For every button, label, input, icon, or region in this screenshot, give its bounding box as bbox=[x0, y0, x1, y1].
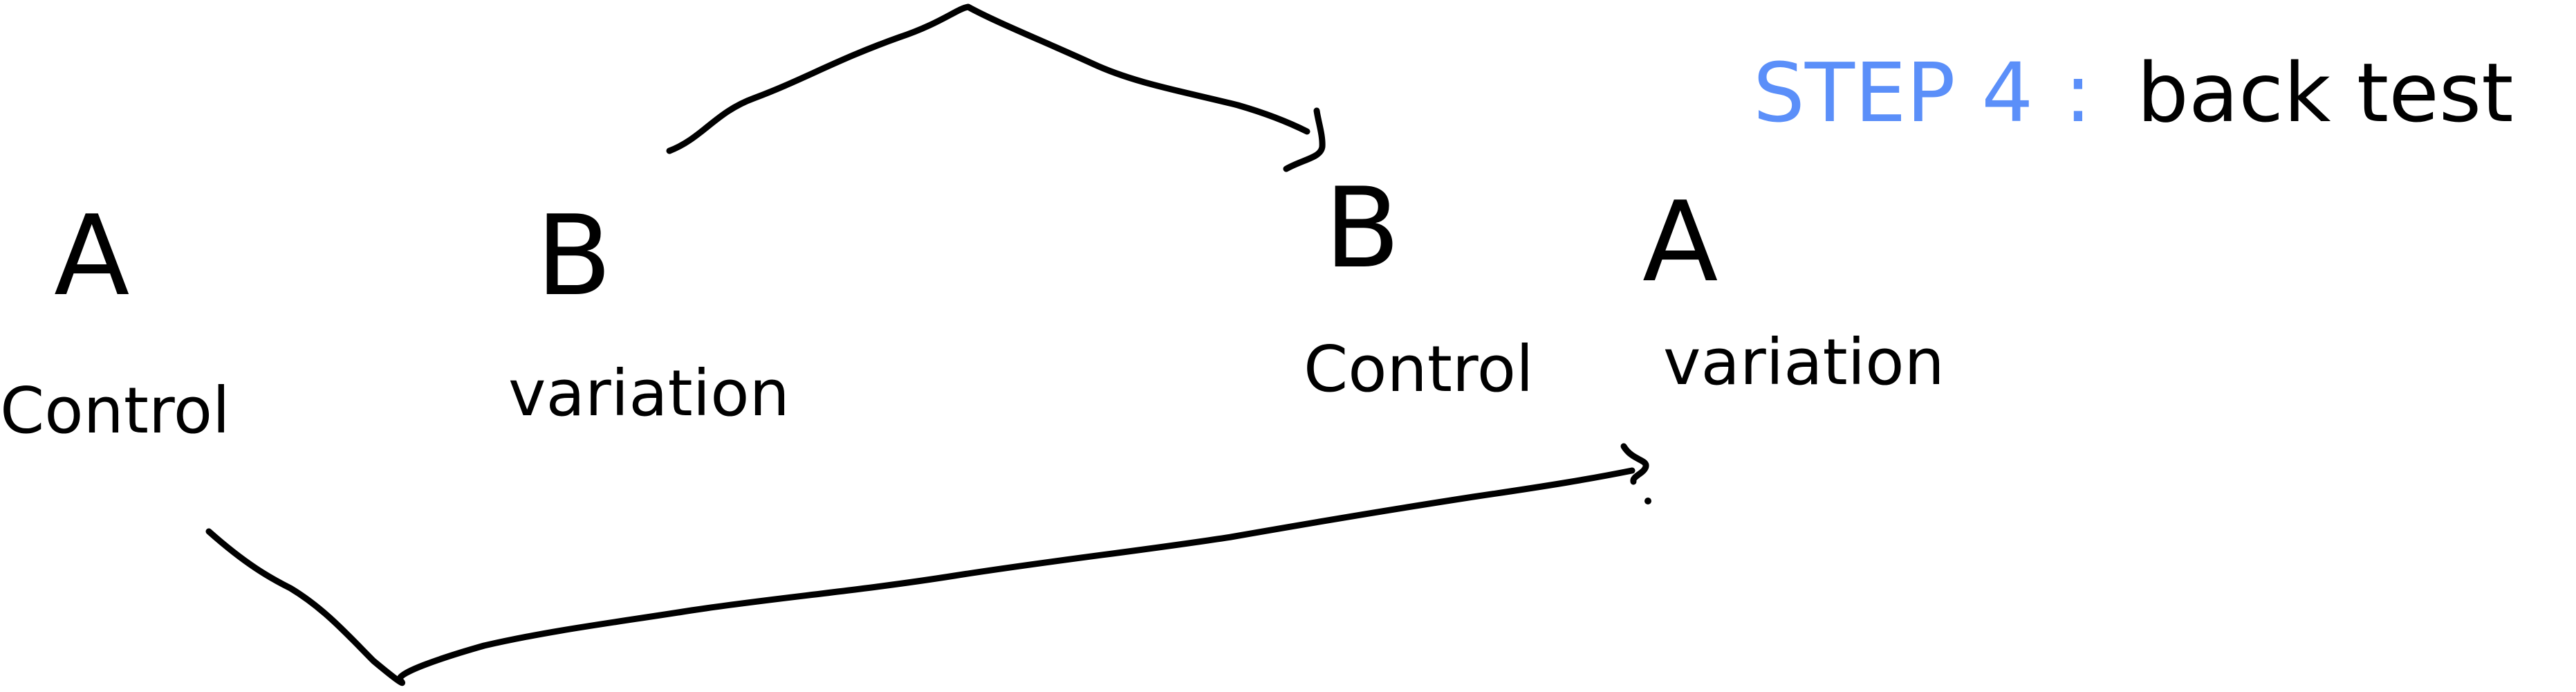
swapped-variation-letter: A bbox=[1642, 177, 1718, 307]
step-colon: : bbox=[2064, 45, 2092, 140]
arrow-b-swap bbox=[666, 3, 1310, 154]
arrow-dot bbox=[1644, 498, 1651, 504]
swapped-control-letter: B bbox=[1324, 163, 1400, 293]
original-control-letter: A bbox=[54, 191, 129, 320]
step-label: STEP 4 bbox=[1753, 45, 2033, 140]
original-variation-letter: B bbox=[536, 191, 612, 320]
swapped-variation-label: variation bbox=[1663, 325, 1945, 399]
heading-title: back test bbox=[2137, 45, 2514, 140]
arrow-a-swap-head bbox=[1620, 443, 1649, 485]
arrow-a-swap bbox=[205, 467, 1636, 686]
original-variation-label: variation bbox=[508, 356, 790, 430]
original-control-label: Control bbox=[0, 374, 230, 448]
arrow-b-swap-head bbox=[1283, 107, 1326, 172]
swapped-control-label: Control bbox=[1304, 332, 1534, 406]
